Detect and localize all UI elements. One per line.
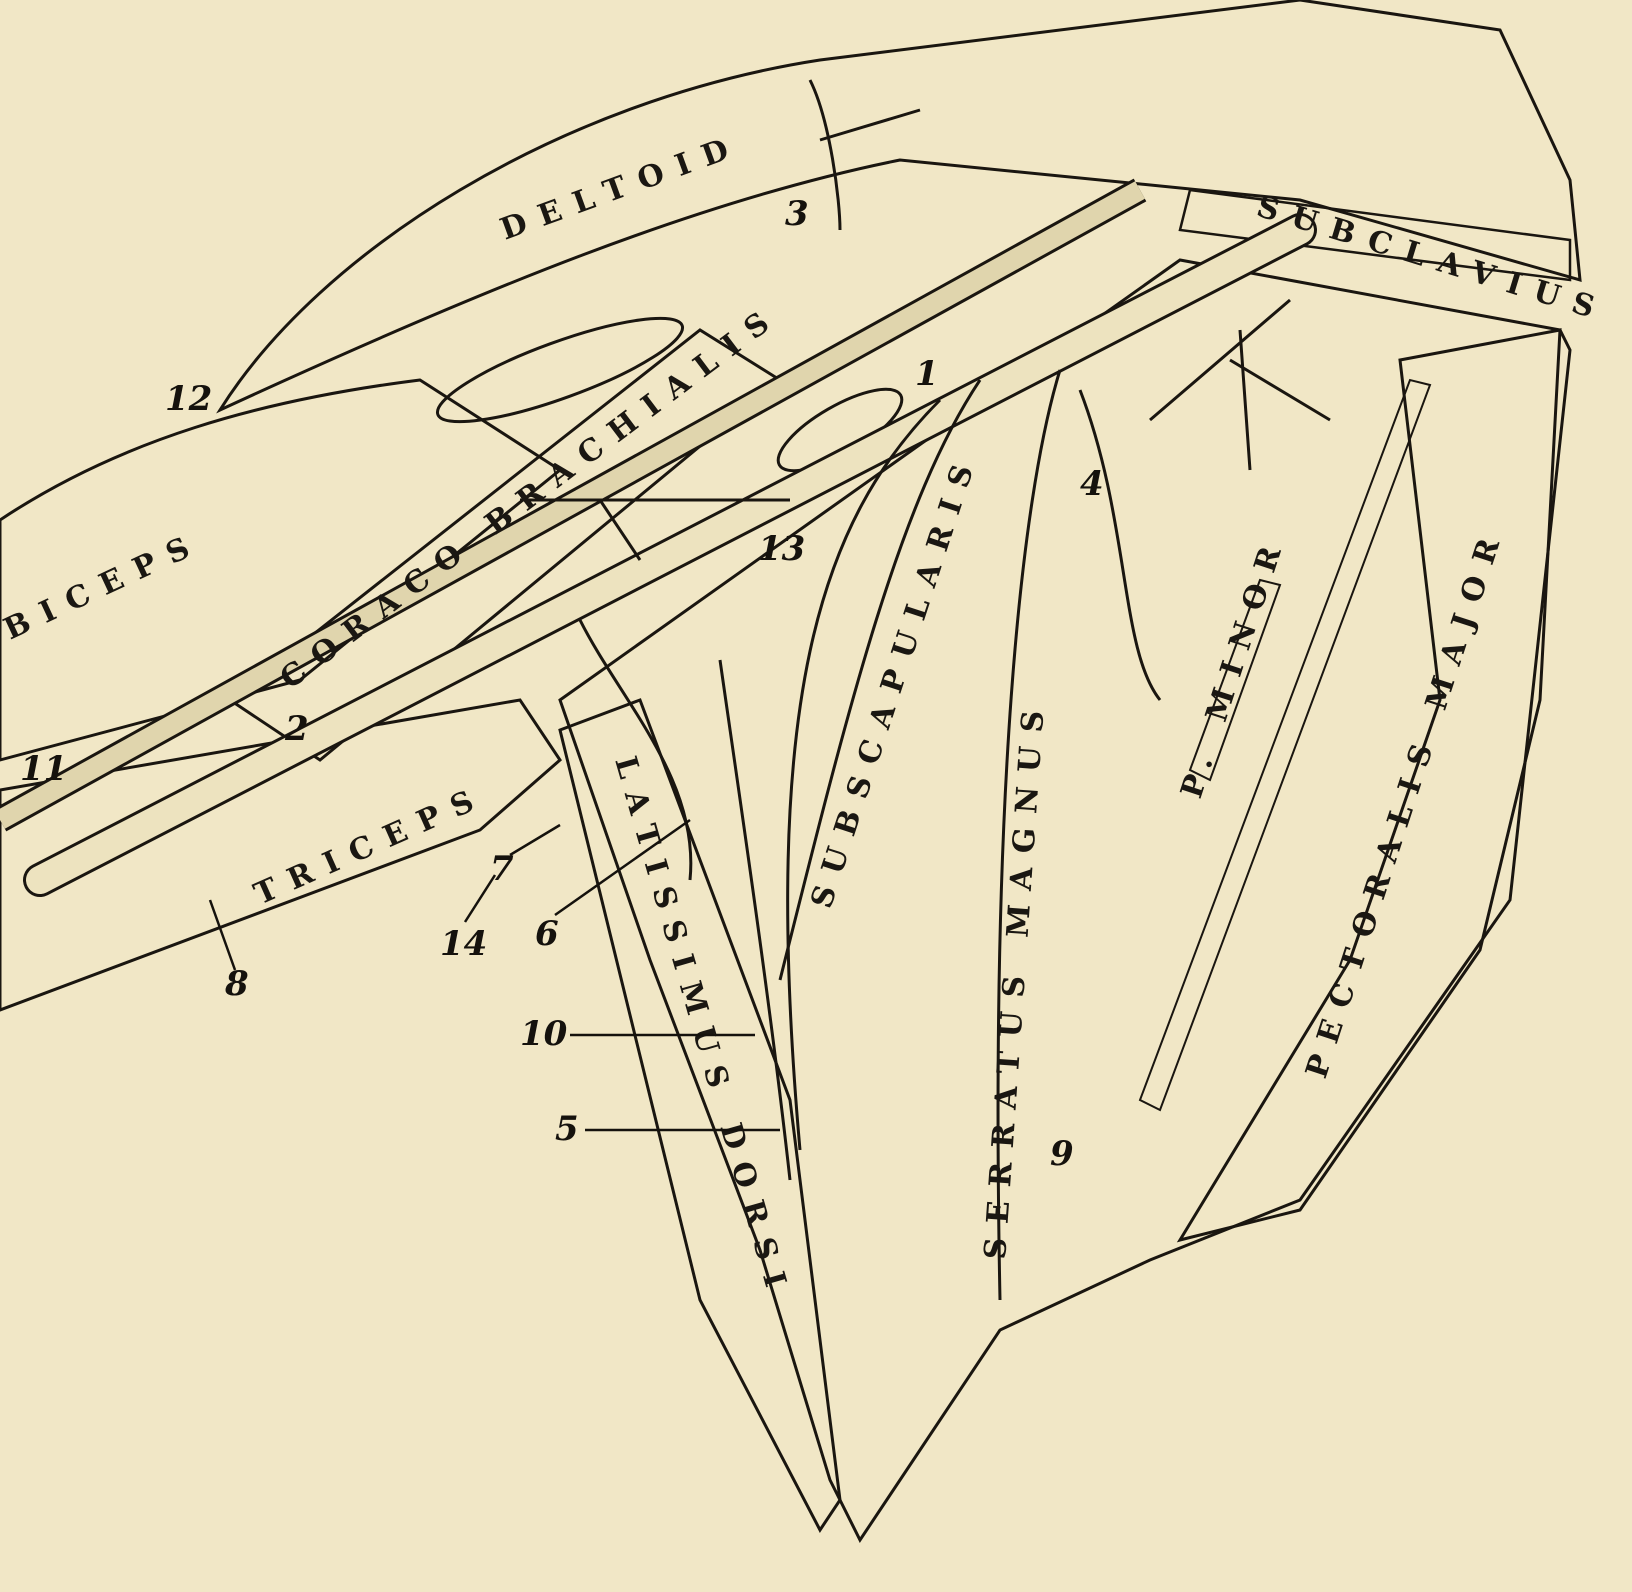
axillary-vessel: [0, 181, 1145, 829]
number-14: 14: [440, 924, 487, 964]
label-biceps: BICEPS: [0, 525, 208, 647]
number-6: 6: [535, 914, 559, 954]
biceps-muscle: [0, 378, 563, 762]
number-12: 12: [165, 379, 212, 419]
number-7: 7: [490, 849, 514, 889]
number-1: 1: [915, 354, 939, 394]
number-5: 5: [555, 1109, 579, 1149]
label-latissimus-dorsi: LATISSIMUS DORSI: [607, 753, 796, 1305]
subclavius-muscle: [1178, 188, 1572, 282]
label-serratus-magnus: SERRATUS MAGNUS: [978, 696, 1052, 1261]
nerve-branches: [520, 79, 1331, 1301]
label-subscapularis: SUBSCAPULARIS: [804, 447, 985, 912]
number-4: 4: [1080, 464, 1104, 504]
pectoralis-minor-muscle: [1188, 578, 1282, 782]
number-8: 8: [224, 964, 249, 1004]
triceps-muscle: [0, 698, 562, 1012]
label-pectoralis-major: PECTORALIS MAJOR: [1299, 521, 1511, 1082]
number-10: 10: [520, 1014, 568, 1054]
number-11: 11: [20, 749, 67, 789]
label-deltoid: DELTOID: [496, 128, 747, 248]
number-2: 2: [284, 709, 309, 749]
pectoralis-major-muscle: [1176, 328, 1562, 1243]
latissimus-dorsi-muscle: [558, 698, 842, 1533]
axillary-vessel: [26, 216, 1314, 894]
number-13: 13: [758, 529, 805, 569]
deltoid-muscle: [216, 0, 1582, 414]
tendon-oval: [435, 316, 685, 424]
number-9: 9: [1050, 1134, 1074, 1174]
label-pectoralis-minor: P. MINOR: [1174, 529, 1293, 803]
pectoralis-minor-tendon: [1138, 378, 1432, 1112]
number-3: 3: [785, 194, 809, 234]
label-subclavius: SUBCLAVIUS: [1253, 189, 1612, 329]
chest-wall: [558, 258, 1572, 1543]
label-triceps: TRICEPS: [249, 779, 492, 913]
